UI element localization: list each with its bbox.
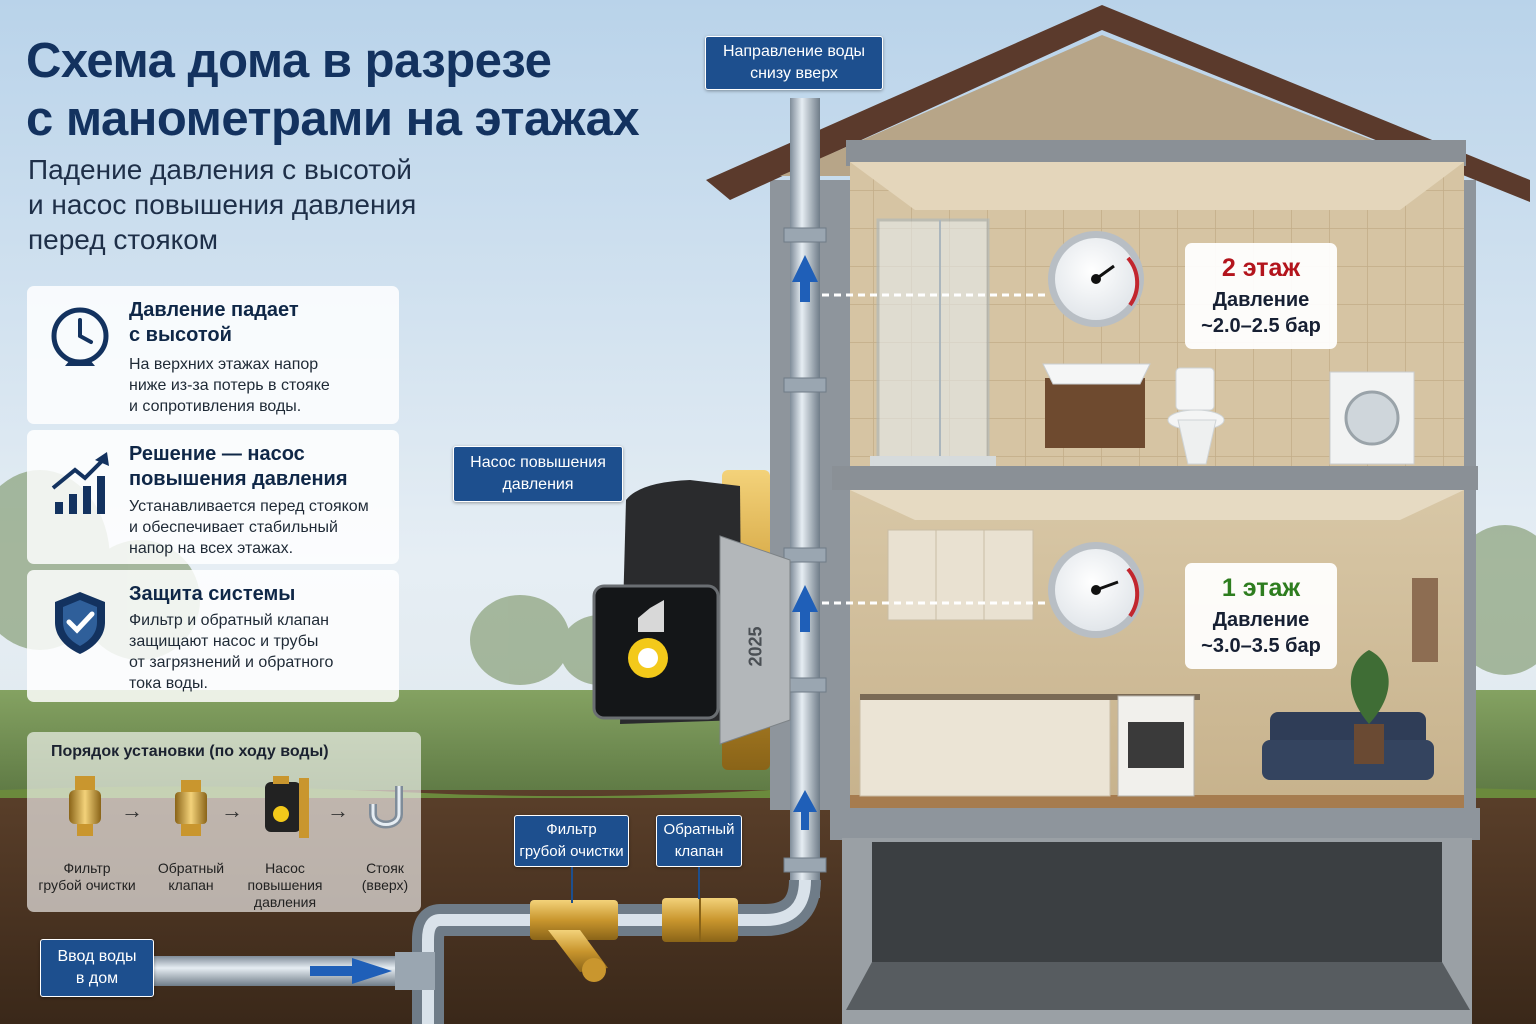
card-text: Устанавливается перед стояком [129, 498, 369, 515]
filter-pointer [571, 867, 573, 903]
label-line: клапан [674, 843, 724, 860]
toilet [1167, 367, 1225, 465]
card-text: напор на всех этажах. [129, 540, 294, 557]
pressure-value: ~3.0–3.5 бар [1201, 635, 1321, 657]
floor-name: 1 этаж [1221, 574, 1301, 602]
shower-cabin [870, 218, 996, 466]
info-card-booster-solution: Решение — насос повышения давления Устана… [27, 430, 399, 564]
step-label: Стояк [366, 860, 404, 876]
install-order-title: Порядок установки (по ходу воды) [51, 743, 329, 760]
check-valve-label: Обратный клапан [656, 815, 742, 867]
step-label: (вверх) [361, 877, 409, 893]
step-pump: Насос повышения давления [233, 860, 337, 911]
riser-pipe [790, 98, 820, 898]
pressure-label: Давление [1212, 289, 1310, 311]
label-line: грубой очистки [519, 843, 624, 860]
arrow-icon: → [121, 798, 143, 823]
card-text: от загрязнений и обратного [129, 654, 334, 671]
page-title: Схема дома в разрезе с манометрами на эт… [26, 32, 726, 148]
growth-chart-icon [51, 452, 109, 514]
install-order-panel: Порядок установки (по ходу воды) → → → Ф… [27, 732, 421, 912]
label-line: Насос повышения [470, 454, 606, 471]
water-inlet-label: Ввод воды в дом [40, 939, 154, 997]
step-label: Фильтр [63, 860, 111, 876]
label-line: снизу вверх [750, 65, 838, 82]
plant [1350, 650, 1389, 764]
card-text: ниже из-за потерь в стояке [129, 377, 330, 394]
gauge-floor-1 [1048, 542, 1144, 638]
gauge-icon [51, 307, 109, 366]
label-line: давления [502, 476, 574, 493]
sink-cabinet [1042, 363, 1151, 448]
card-title: Защита системы [129, 583, 296, 605]
sofa [1262, 712, 1434, 780]
title-line-1: Схема дома в разрезе [26, 34, 552, 88]
info-card-system-protection: Защита системы Фильтр и обратный клапан … [27, 570, 399, 702]
step-label: клапан [168, 877, 214, 893]
check-valve [662, 898, 738, 942]
booster-pump [592, 470, 791, 770]
gauge-floor-2 [1048, 231, 1144, 327]
label-line: в дом [75, 970, 119, 987]
step-label: грубой очистки [38, 877, 136, 893]
label-line: Обратный [663, 821, 735, 838]
card-title: повышения давления [129, 468, 348, 490]
label-line: Фильтр [546, 821, 597, 838]
pressure-label: Давление [1212, 609, 1310, 631]
step-label: повышения [247, 877, 323, 893]
card-text: тока воды. [129, 675, 208, 692]
pump-label: Насос повышения давления [453, 446, 623, 502]
card-text: Фильтр и обратный клапан [129, 612, 329, 629]
filter-label: Фильтр грубой очистки [514, 815, 629, 867]
water-direction-label: Направление воды снизу вверх [705, 36, 883, 90]
step-label: Насос [265, 860, 305, 876]
step-label: Обратный [157, 860, 225, 876]
filter-icon [69, 776, 101, 836]
floor-name: 2 этаж [1221, 254, 1301, 282]
card-title: Решение — насос [129, 443, 305, 465]
arrow-icon: → [221, 798, 243, 823]
card-text: и обеспечивает стабильный [129, 519, 338, 536]
page-subtitle: Падение давления с высотой и насос повыш… [28, 152, 548, 257]
washing-machine [1329, 371, 1415, 465]
shield-check-icon [55, 592, 105, 654]
card-text: На верхних этажах напор [129, 356, 319, 373]
card-text: и сопротивления воды. [129, 398, 302, 415]
label-line: Направление воды [722, 43, 866, 60]
step-riser: Стояк (вверх) [333, 860, 437, 894]
title-line-2: с манометрами на этажах [26, 92, 640, 146]
wall-picture [1412, 578, 1438, 662]
pressure-tag-floor-1: 1 этаж Давление ~3.0–3.5 бар [1185, 563, 1337, 669]
riser-flow-arrows [792, 255, 818, 830]
info-card-pressure-drop: Давление падает с высотой На верхних этаж… [27, 286, 399, 424]
step-filter: Фильтр грубой очистки [35, 860, 139, 894]
card-title: с высотой [129, 324, 232, 346]
check-valve-icon [175, 780, 207, 836]
subtitle-line-2: и насос повышения давления [28, 189, 417, 220]
step-label: давления [253, 894, 317, 910]
arrow-icon: → [327, 798, 349, 823]
card-text: защищают насос и трубы [129, 633, 319, 650]
riser-pipe-icon [369, 786, 403, 829]
kitchen-cabinets [859, 529, 1200, 797]
card-title: Давление падает [129, 299, 299, 321]
pump-icon [265, 776, 309, 838]
pressure-tag-floor-2: 2 этаж Давление ~2.0–2.5 бар [1185, 243, 1337, 349]
step-check-valve: Обратный клапан [139, 860, 243, 894]
label-line: Ввод воды [57, 948, 137, 965]
subtitle-line-3: перед стояком [28, 224, 219, 255]
pump-body-text: 2025 [745, 626, 766, 667]
subtitle-line-1: Падение давления с высотой [28, 154, 412, 185]
pressure-value: ~2.0–2.5 бар [1201, 315, 1321, 337]
coarse-filter [530, 900, 618, 982]
valve-pointer [698, 867, 700, 899]
